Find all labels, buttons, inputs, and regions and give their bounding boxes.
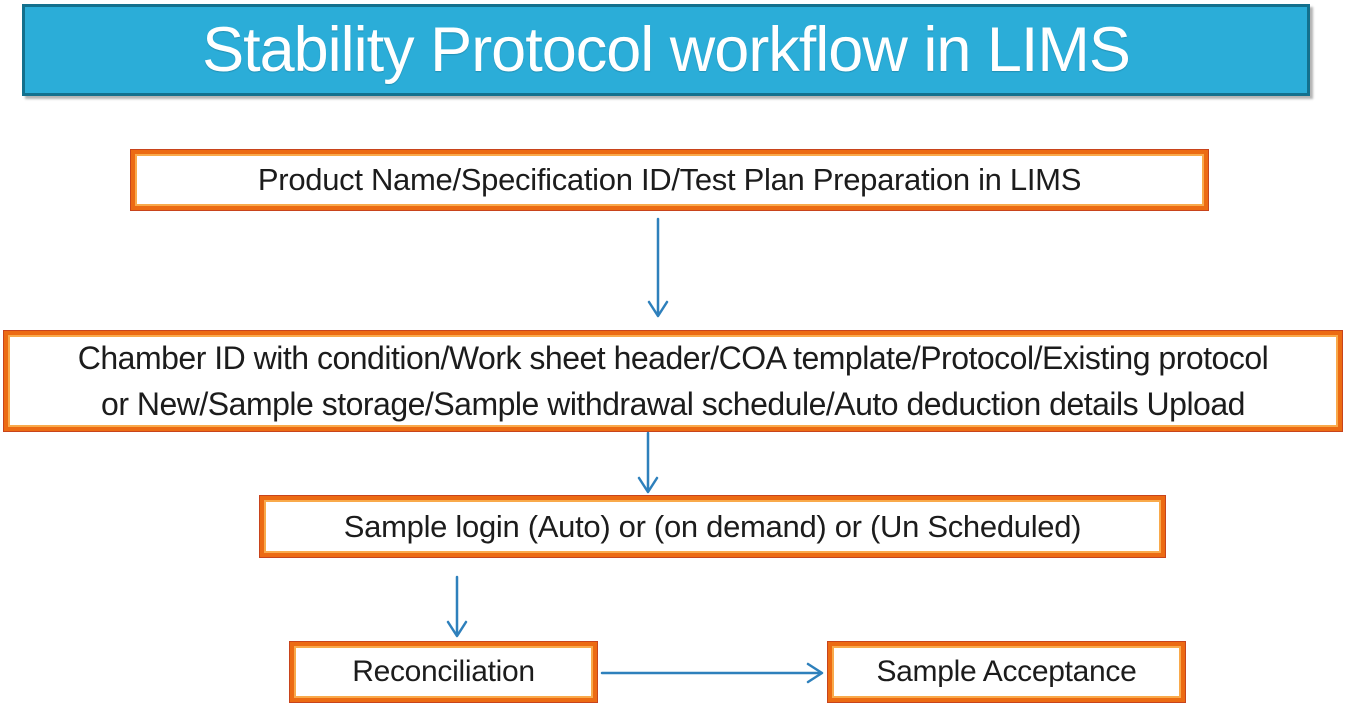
diagram-title: Stability Protocol workflow in LIMS [202,15,1131,85]
flow-node-label: Product Name/Specification ID/Test Plan … [257,162,1082,197]
arrow-step4-to-step5 [600,662,824,684]
arrow-step2-to-step3 [637,431,659,494]
flow-node-label-line-1: Chamber ID with condition/Work sheet hea… [77,340,1269,376]
arrow-step3-to-step4 [446,575,468,638]
title-banner: Stability Protocol workflow in LIMS [22,4,1310,96]
flow-node-label: Sample login (Auto) or (on demand) or (U… [343,508,1082,544]
flow-node-chamber-setup-upload: Chamber ID with condition/Work sheet hea… [4,331,1342,431]
flow-node-label: Reconciliation [352,655,535,688]
flow-node-label: Sample Acceptance [876,655,1137,688]
flow-node-test-plan-preparation: Product Name/Specification ID/Test Plan … [131,150,1208,210]
flow-node-reconciliation: Reconciliation [290,642,597,702]
flow-node-label-line-2: or New/Sample storage/Sample withdrawal … [101,386,1245,422]
flow-node-sample-login: Sample login (Auto) or (on demand) or (U… [260,496,1165,557]
flow-node-sample-acceptance: Sample Acceptance [828,642,1185,702]
arrow-step1-to-step2 [647,217,669,318]
